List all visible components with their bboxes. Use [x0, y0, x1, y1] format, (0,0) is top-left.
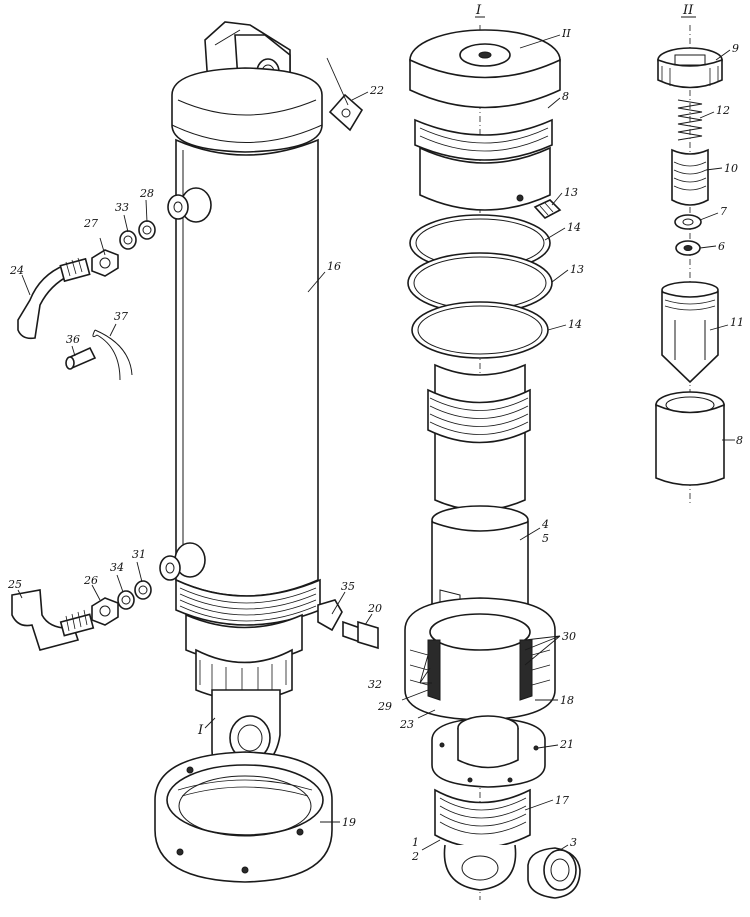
- label-26: 26: [83, 574, 98, 587]
- label-6: 6: [718, 240, 725, 253]
- washer-31: [134, 580, 152, 600]
- label-28: 28: [139, 187, 154, 200]
- label-14-lower: 14: [568, 318, 582, 331]
- ring-14-lower: [411, 301, 549, 359]
- label-18: 18: [560, 694, 574, 707]
- label-5: 5: [542, 532, 549, 545]
- threaded-nut-17: [434, 788, 531, 849]
- upper-fitting-24: [17, 257, 91, 340]
- sleeve-nut-8: [655, 391, 725, 486]
- label-16: 16: [327, 260, 341, 273]
- label-30: 30: [562, 630, 576, 643]
- label-24: 24: [9, 264, 24, 277]
- cylinder-assembly: [11, 21, 379, 883]
- label-33: 33: [115, 201, 129, 214]
- label-11: 11: [730, 316, 744, 329]
- label-7: 7: [720, 205, 727, 218]
- label-31: 31: [132, 548, 146, 561]
- label-13: 13: [570, 263, 584, 276]
- label-34: 34: [110, 561, 124, 574]
- washer-33: [119, 230, 137, 250]
- label-27: 27: [83, 217, 98, 230]
- piston-head: [409, 29, 561, 109]
- label-3: 3: [570, 836, 577, 849]
- spring-12: [677, 99, 703, 141]
- threaded-tube: [427, 363, 531, 511]
- nut-27: [91, 249, 119, 277]
- label-II-head: II: [561, 27, 571, 40]
- label-23: 23: [399, 718, 414, 731]
- section-II-assembly: [655, 25, 735, 505]
- top-cap: [171, 67, 323, 153]
- washer-6: [675, 240, 701, 256]
- label-32: 32: [368, 678, 382, 691]
- washer-28: [138, 220, 156, 240]
- label-29: 29: [377, 700, 392, 713]
- section-titles: I II I: [197, 3, 696, 738]
- label-19: 19: [342, 816, 356, 829]
- label-2: 2: [411, 850, 419, 863]
- label-12: 12: [716, 104, 730, 117]
- label-20: 20: [367, 602, 382, 615]
- label-8-mid: 8: [562, 90, 569, 103]
- washer-34: [117, 590, 135, 610]
- section-title-I: I: [475, 3, 482, 18]
- set-screw-15: [533, 199, 562, 219]
- lock-washer-35: [317, 599, 343, 632]
- label-1: 1: [412, 836, 419, 849]
- label-14-upper: 14: [567, 221, 581, 234]
- label-35: 35: [341, 580, 355, 593]
- label-8-right: 8: [736, 434, 743, 447]
- label-25: 25: [7, 578, 22, 591]
- label-36: 36: [66, 333, 80, 346]
- part-labels: 22 16 27 33 28 24 36 37 25 26 34 31 35 2…: [7, 27, 744, 863]
- piston-body-8: [414, 118, 553, 211]
- lower-fitting-25: [11, 589, 95, 651]
- flange-21: [431, 715, 546, 788]
- nut-26: [91, 597, 119, 626]
- plunger-10: [671, 148, 709, 206]
- upper-port-boss: [167, 187, 212, 223]
- section-I-assembly: [401, 25, 581, 900]
- section-title-II: II: [682, 3, 694, 18]
- washer-7: [674, 214, 702, 230]
- sleeve-4-5: [431, 505, 529, 616]
- plate-22: [328, 93, 364, 132]
- bushing-3: [527, 847, 581, 899]
- rod-end-1-2: [443, 844, 517, 891]
- bolt-20: [342, 620, 379, 650]
- label-22: 22: [369, 84, 384, 97]
- label-37: 37: [114, 310, 128, 323]
- cap-9: [657, 47, 723, 89]
- gland-18: [404, 597, 556, 721]
- label-17: 17: [555, 794, 569, 807]
- detail-ref-I: I: [197, 723, 204, 738]
- lower-port-boss: [159, 542, 206, 581]
- ring-19: [154, 751, 333, 883]
- pin-36: [65, 346, 97, 370]
- label-15: 13: [564, 186, 578, 199]
- label-10: 10: [724, 162, 738, 175]
- label-9: 9: [732, 42, 739, 55]
- valve-body-11: [661, 281, 719, 384]
- cotter-pin-37: [92, 329, 133, 381]
- lower-flange: [185, 613, 303, 701]
- label-4: 4: [541, 518, 549, 531]
- label-21: 21: [559, 738, 574, 751]
